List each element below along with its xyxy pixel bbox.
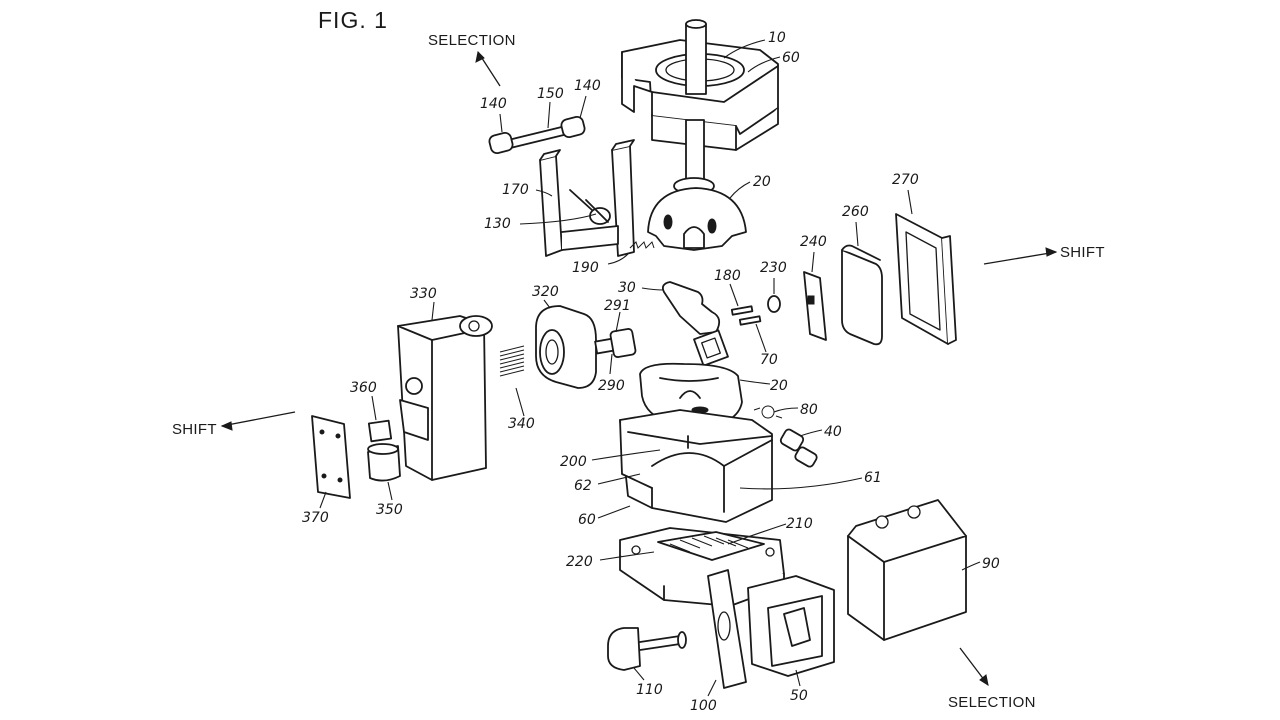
shift-arrow-left [222, 412, 295, 430]
label-260: 260 [842, 204, 869, 220]
label-40: 40 [824, 424, 842, 440]
label-140-left: 140 [480, 96, 507, 112]
label-220: 220 [566, 554, 593, 570]
selection-label-bottom: SELECTION [948, 694, 1036, 711]
label-50: 50 [790, 688, 808, 704]
label-210: 210 [786, 516, 813, 532]
knob-110 [608, 628, 686, 670]
roller-320 [536, 306, 596, 388]
selection-label-top: SELECTION [428, 32, 516, 49]
label-270: 270 [892, 172, 919, 188]
shift-label-left: SHIFT [172, 421, 217, 438]
label-140-right: 140 [574, 78, 601, 94]
label-10: 10 [768, 30, 786, 46]
label-180: 180 [714, 268, 741, 284]
cover-frame-270 [896, 214, 956, 344]
label-130: 130 [484, 216, 511, 232]
detent-pin-40 [779, 428, 818, 468]
label-70: 70 [760, 352, 778, 368]
label-62: 62 [574, 478, 592, 494]
finger-30 [663, 282, 728, 366]
label-350: 350 [376, 502, 403, 518]
label-240: 240 [800, 234, 827, 250]
label-290: 290 [598, 378, 625, 394]
pad-260 [842, 246, 882, 345]
spring-340 [500, 346, 524, 376]
ball-joint-upper [648, 178, 746, 250]
selection-arrow-top [476, 52, 500, 86]
label-100: 100 [690, 698, 717, 714]
label-170: 170 [502, 182, 529, 198]
nut-230 [768, 296, 780, 312]
label-61: 61 [864, 470, 882, 486]
sensor-housing-50 [748, 576, 834, 676]
label-190: 190 [572, 260, 599, 276]
label-20-lower: 20 [770, 378, 788, 394]
label-20-upper: 20 [753, 174, 771, 190]
actuator-bracket-330 [398, 316, 492, 480]
label-230: 230 [760, 260, 787, 276]
label-330: 330 [410, 286, 437, 302]
label-90: 90 [982, 556, 1000, 572]
label-150: 150 [537, 86, 564, 102]
selection-arrow-bottom [960, 648, 988, 685]
detent-block-360 [369, 421, 391, 442]
label-60-upper: 60 [782, 50, 800, 66]
lower-housing [620, 410, 772, 522]
label-360: 360 [350, 380, 377, 396]
label-370: 370 [302, 510, 329, 526]
select-lever-bracket [540, 140, 634, 256]
spring-80 [754, 406, 782, 418]
shift-label-right: SHIFT [1060, 244, 1105, 261]
detent-roller-350 [368, 444, 400, 481]
label-30: 30 [618, 280, 636, 296]
label-110: 110 [636, 682, 663, 698]
pins-180 [732, 306, 761, 324]
figure-title: FIG. 1 [318, 7, 388, 33]
label-291: 291 [604, 298, 631, 314]
guide-shaft [488, 116, 586, 155]
end-plate-370 [312, 416, 350, 498]
label-320: 320 [532, 284, 559, 300]
label-60-lower: 60 [578, 512, 596, 528]
label-80: 80 [800, 402, 818, 418]
plate-240 [804, 272, 826, 340]
pivot-pin-290 [595, 328, 636, 357]
label-200: 200 [560, 454, 587, 470]
cover-case-90 [848, 500, 966, 640]
label-340: 340 [508, 416, 535, 432]
shift-arrow-right [984, 248, 1056, 264]
